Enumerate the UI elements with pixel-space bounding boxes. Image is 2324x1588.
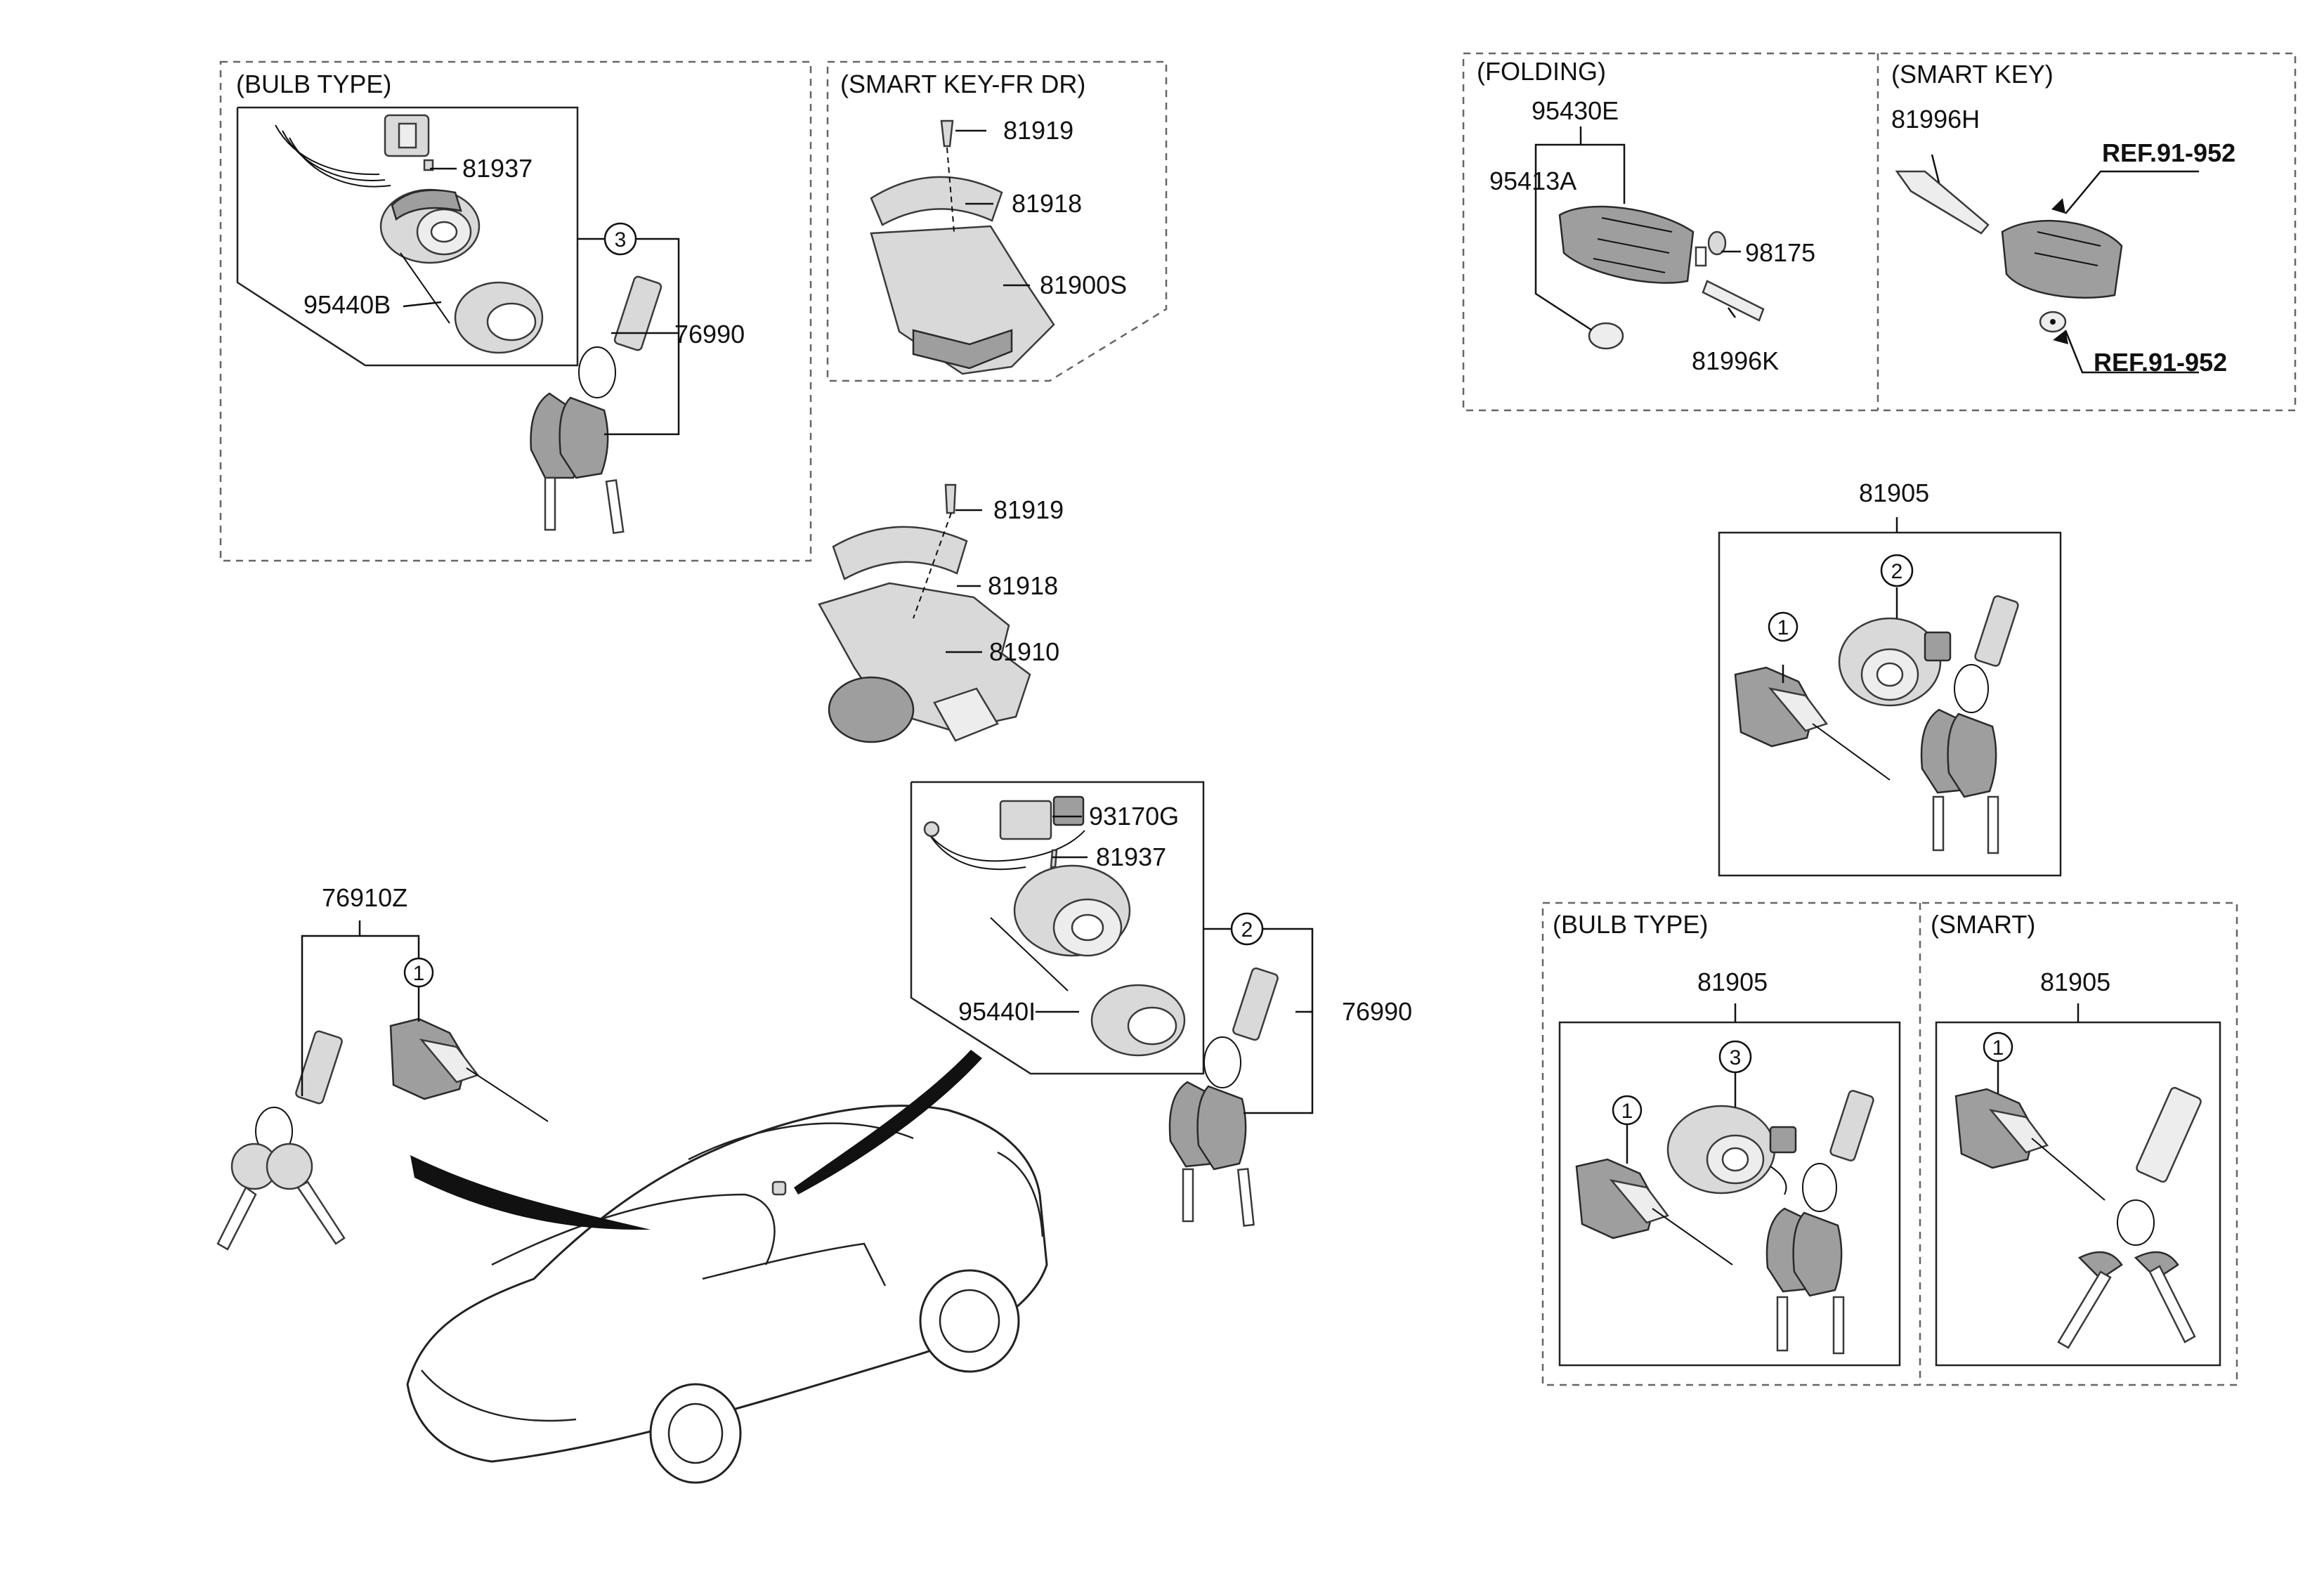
part-81919-mid: 81919 (993, 495, 1064, 524)
ref-label-top: REF.91-952 (2102, 138, 2235, 167)
part-95440i: 95440I (958, 997, 1036, 1026)
kit-box-81905 (1718, 531, 2062, 877)
part-81996h: 81996H (1891, 105, 1980, 134)
callout-2-kit: 2 (1891, 560, 1903, 583)
pointer-wedges (410, 1050, 982, 1230)
part-81996k: 81996K (1692, 346, 1779, 375)
kit-smart-drawing (1954, 1086, 2202, 1349)
bulb-type-frame (219, 60, 812, 562)
ref-arrows (2051, 198, 2068, 344)
steering-lock-assembly-drawing (818, 483, 1031, 743)
wire-connector-drawing (275, 114, 434, 188)
callout-3-top: 3 (615, 228, 627, 252)
part-98175: 98175 (1745, 238, 1815, 267)
callout-1-kit: 1 (1777, 616, 1789, 639)
key-pair-drawing-top (530, 275, 662, 535)
ignition-box (910, 781, 1205, 1075)
part-76910z: 76910Z (322, 883, 407, 912)
kit-lower-frame (1541, 902, 2238, 1386)
lock-cylinder-drawing-top (379, 188, 481, 264)
part-93170g: 93170G (1089, 802, 1179, 831)
part-81900s: 81900S (1040, 271, 1127, 299)
leader-lines (301, 126, 2199, 1164)
kit-bulb-drawing (1575, 1090, 1874, 1355)
section-smart-key-fr-dr: (SMART KEY-FR DR) (840, 70, 1085, 98)
section-bulb-type-right: (BULB TYPE) (1553, 910, 1708, 939)
smart-key-fr-dr-frame (826, 60, 1168, 382)
callout-1-smart: 1 (1992, 1036, 2004, 1060)
part-81937-top: 81937 (462, 154, 533, 183)
kit-81905-drawing (1734, 595, 2019, 854)
key-pair-drawing-mid (1168, 967, 1279, 1227)
part-95413a: 95413A (1489, 167, 1576, 195)
part-81919-top: 81919 (1003, 116, 1073, 145)
ref-label-bottom: REF.91-952 (2094, 348, 2227, 377)
part-76990-mid: 76990 (1342, 997, 1412, 1026)
car-drawing (406, 1105, 1048, 1484)
callout-3-bulb: 3 (1730, 1046, 1742, 1069)
part-95440b: 95440B (303, 290, 391, 319)
callout-2-mid: 2 (1241, 918, 1253, 942)
section-smart: (SMART) (1931, 910, 2035, 939)
part-drawings (216, 114, 2202, 1484)
callout-circles (403, 222, 2056, 1126)
door-lock-drawing-left (389, 1017, 549, 1122)
callout-1-left: 1 (413, 962, 425, 985)
callout-1-bulb: 1 (1621, 1100, 1633, 1123)
bulb-type-box (236, 106, 579, 367)
labels: (BULB TYPE) (SMART KEY-FR DR) (FOLDING) … (236, 57, 2235, 1123)
part-81937-mid: 81937 (1096, 842, 1166, 871)
illumination-ring-drawing-top (400, 252, 544, 354)
part-81910: 81910 (989, 637, 1059, 666)
frames (219, 52, 2297, 1386)
kit-box-bulb (1558, 1021, 1901, 1367)
ignition-switch-drawing (923, 795, 1186, 1057)
part-81905-smart: 81905 (2040, 968, 2110, 996)
part-76990-top: 76990 (674, 320, 745, 349)
part-95430e: 95430E (1532, 96, 1619, 125)
section-smart-key: (SMART KEY) (1891, 60, 2054, 89)
smart-key-drawing (1895, 170, 2123, 333)
part-81905-top: 81905 (1859, 479, 1929, 507)
part-81918-mid: 81918 (988, 571, 1058, 600)
smart-fr-dr-drawing (870, 119, 1055, 375)
folding-key-drawing (1558, 205, 1765, 350)
section-folding: (FOLDING) (1477, 57, 1606, 86)
section-bulb-type-top: (BULB TYPE) (236, 70, 391, 98)
part-81905-bulb: 81905 (1697, 968, 1768, 996)
part-81918-top: 81918 (1012, 189, 1082, 218)
key-set-drawing-left (216, 1030, 346, 1251)
